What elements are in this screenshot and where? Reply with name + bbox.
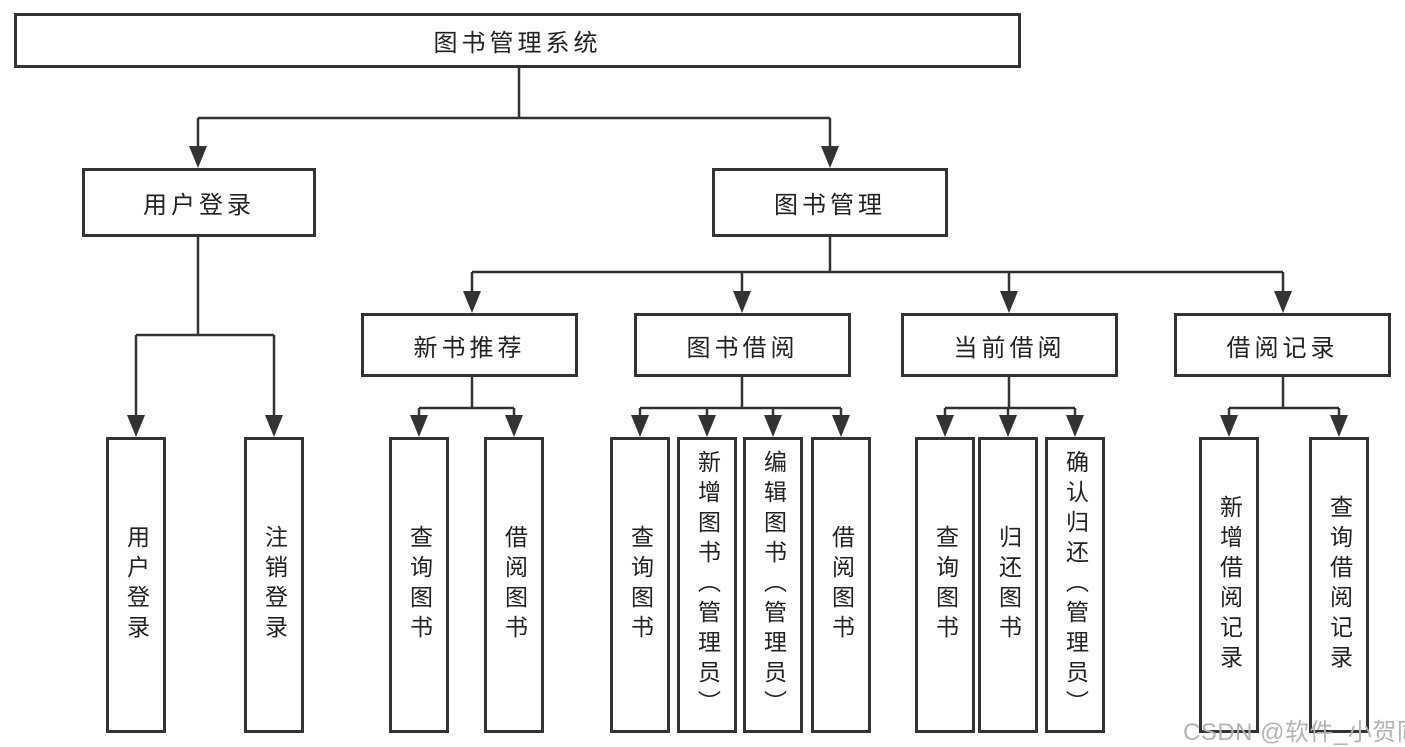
connector-user-login-children [134, 237, 276, 419]
leaf-query-book-current: 查询图书 [915, 437, 975, 733]
node-borrow-record: 借阅记录 [1174, 313, 1391, 377]
leaf-borrow-book-recommend: 借阅图书 [484, 437, 544, 733]
arrowhead-icon [1330, 415, 1348, 437]
arrowhead-icon [936, 415, 954, 437]
connector-root-to-level2 [196, 68, 832, 150]
leaf-borrow-book: 借阅图书 [811, 437, 871, 733]
arrowhead-icon [189, 146, 207, 168]
arrowheads [127, 146, 1348, 437]
node-book-borrow: 图书借阅 [634, 313, 851, 377]
leaf-edit-book-admin: 编辑图书（管理员） [743, 437, 803, 733]
connector-new-book-rec-children [417, 377, 516, 419]
arrowhead-icon [127, 415, 145, 437]
arrowhead-icon [698, 415, 716, 437]
leaf-add-borrow-record: 新增借阅记录 [1199, 437, 1259, 733]
arrowhead-icon [1000, 291, 1018, 313]
node-root-system: 图书管理系统 [14, 13, 1021, 68]
connector-current-borrow-children [943, 377, 1077, 419]
leaf-return-book: 归还图书 [978, 437, 1038, 733]
arrowhead-icon [505, 415, 523, 437]
leaf-query-borrow-record: 查询借阅记录 [1309, 437, 1369, 733]
arrowhead-icon [1220, 415, 1238, 437]
arrowhead-icon [764, 415, 782, 437]
arrowhead-icon [1274, 291, 1292, 313]
node-user-login: 用户登录 [82, 168, 316, 237]
leaf-logout: 注销登录 [244, 437, 304, 733]
arrowhead-icon [733, 291, 751, 313]
watermark: CSDN @软件_小贺同学 [1183, 719, 1405, 746]
arrowhead-icon [999, 415, 1017, 437]
arrowhead-icon [821, 146, 839, 168]
leaf-add-book-admin: 新增图书（管理员） [677, 437, 737, 733]
connector-borrow-record-children [1227, 377, 1341, 419]
leaf-confirm-return-admin: 确认归还（管理员） [1045, 437, 1105, 733]
connector-book-borrow-children [638, 377, 843, 419]
arrowhead-icon [410, 415, 428, 437]
arrowhead-icon [463, 291, 481, 313]
node-current-borrow: 当前借阅 [901, 313, 1118, 377]
leaf-query-book-borrow: 查询图书 [610, 437, 670, 733]
node-book-management: 图书管理 [712, 168, 948, 237]
arrowhead-icon [832, 415, 850, 437]
node-new-book-recommend: 新书推荐 [361, 313, 578, 377]
arrowhead-icon [631, 415, 649, 437]
leaf-query-book-recommend: 查询图书 [389, 437, 449, 733]
arrowhead-icon [1066, 415, 1084, 437]
connector-book-mgmt-children [470, 237, 1285, 295]
leaf-user-login: 用户登录 [106, 437, 166, 733]
arrowhead-icon [265, 415, 283, 437]
